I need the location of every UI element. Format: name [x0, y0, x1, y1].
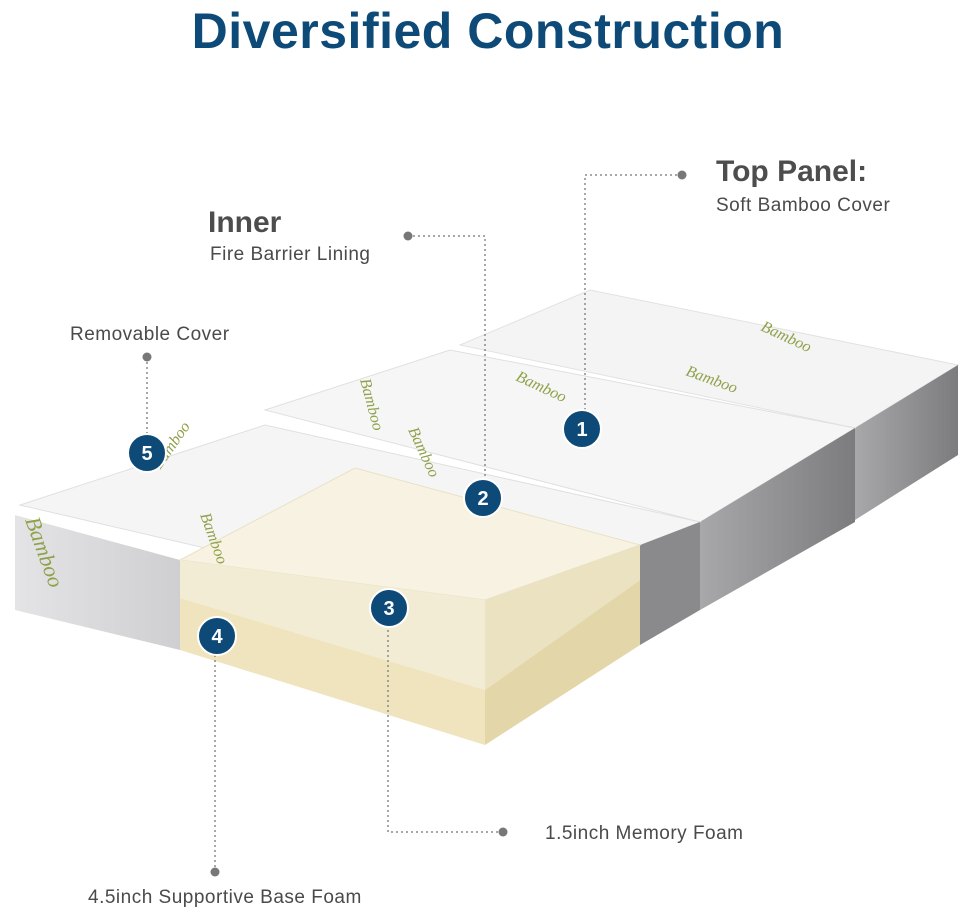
svg-text:3: 3 — [383, 598, 394, 620]
memory-foam-text: 1.5inch Memory Foam — [545, 823, 744, 844]
badge-4: 4 — [197, 616, 237, 656]
svg-text:5: 5 — [141, 443, 152, 465]
badge-3: 3 — [369, 588, 409, 628]
badge-5: 5 — [127, 433, 167, 473]
svg-text:2: 2 — [477, 488, 488, 510]
mattress-middle-segment — [263, 349, 857, 610]
foam-layers — [178, 467, 642, 745]
inner-heading: Inner — [208, 206, 282, 239]
badge-1: 1 — [562, 409, 602, 449]
leader-lines — [146, 174, 682, 872]
svg-text:1: 1 — [576, 419, 587, 441]
inner-text: Fire Barrier Lining — [210, 244, 371, 265]
svg-text:4: 4 — [211, 626, 223, 648]
top-panel-text: Soft Bamboo Cover — [716, 195, 891, 216]
base-foam-text: 4.5inch Supportive Base Foam — [88, 887, 362, 908]
top-panel-heading: Top Panel: — [716, 155, 868, 188]
cover-text: Removable Cover — [70, 324, 230, 345]
page-title: Diversified Construction — [191, 3, 785, 59]
badge-2: 2 — [463, 478, 503, 518]
leader-dots — [142, 170, 687, 877]
